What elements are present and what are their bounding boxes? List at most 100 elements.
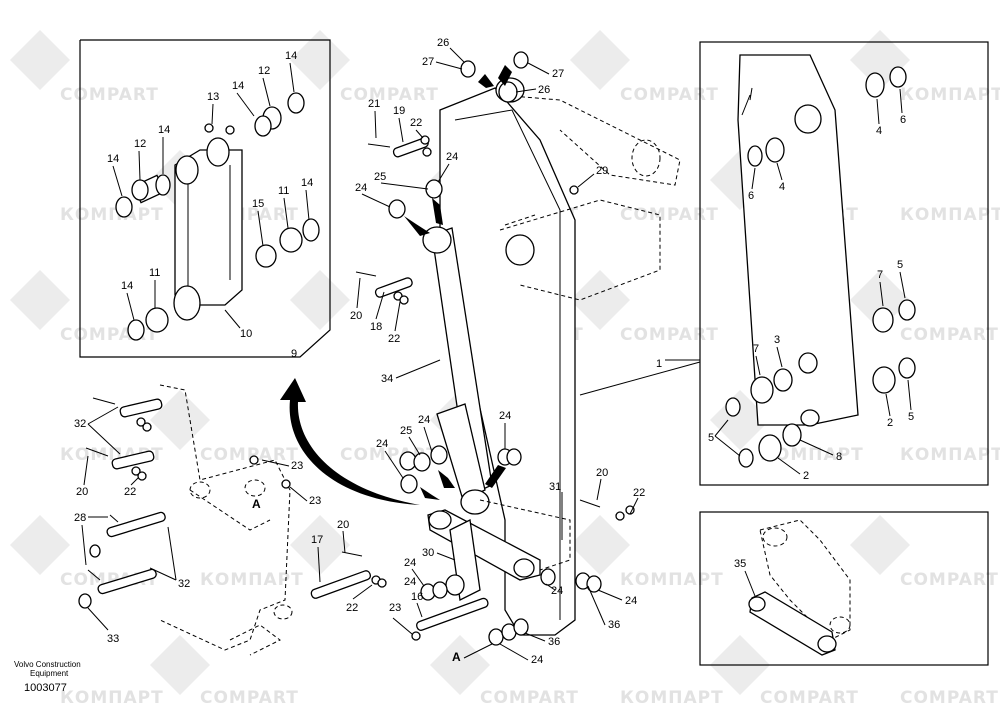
ring-15: [255, 244, 277, 268]
watermark-text: КОМПАРТ: [900, 445, 1000, 465]
inset-frame: [699, 41, 989, 486]
callout: 14: [301, 177, 313, 189]
callout: 16: [411, 591, 423, 603]
callout: 5: [897, 259, 903, 271]
pin-28: [87, 569, 101, 581]
pin-32: [111, 450, 155, 470]
callout: 28: [74, 512, 86, 524]
callout: 12: [258, 65, 270, 77]
seal-14: [287, 92, 305, 114]
link-35: [749, 591, 836, 656]
callout: 7: [753, 343, 759, 355]
callout: 24: [625, 595, 637, 607]
bolt-20: [85, 447, 109, 457]
callout: 27: [552, 68, 564, 80]
watermark-text: КОМПАРТ: [200, 570, 304, 590]
callout: 24: [418, 414, 430, 426]
callout: 24: [531, 654, 543, 666]
bolt-21: [367, 143, 391, 148]
footer-company: Volvo Construction: [14, 660, 81, 669]
pin-32: [97, 568, 157, 595]
footer-company-sub: Equipment: [30, 669, 69, 678]
bushing-2: [872, 366, 896, 394]
inset-frame: [699, 511, 989, 666]
callout: 34: [381, 373, 393, 385]
callout: 21: [368, 98, 380, 110]
callout: 22: [388, 333, 400, 345]
seal-6: [889, 66, 907, 88]
callout: 17: [311, 534, 323, 546]
callout: 29: [596, 165, 608, 177]
callout: 24: [355, 182, 367, 194]
pin-17: [310, 570, 372, 599]
callout: 6: [900, 114, 906, 126]
bushing-11: [145, 307, 169, 333]
callout: 5: [708, 432, 714, 444]
reference-arrow: [280, 378, 420, 505]
seal-5: [725, 397, 741, 417]
callout: 20: [596, 467, 608, 479]
callout: 3: [774, 334, 780, 346]
bushing-4: [765, 137, 785, 163]
callout: 12: [134, 138, 146, 150]
callout: 14: [121, 280, 133, 292]
callout: 36: [608, 619, 620, 631]
seal-14: [127, 319, 145, 341]
bushing-12: [131, 179, 149, 201]
watermark-text: COMPART: [900, 570, 999, 590]
link-bore: [173, 285, 201, 321]
callout: 22: [410, 117, 422, 129]
watermark-text: COMPART: [900, 325, 999, 345]
pin-18: [374, 277, 413, 298]
arm-assembly: [78, 51, 681, 656]
watermark-text: КОМПАРТ: [900, 205, 1000, 225]
callout: 7: [877, 269, 883, 281]
seal-5: [898, 299, 916, 321]
callout: 20: [337, 519, 349, 531]
washer-33: [78, 593, 92, 609]
inset-box-link: 14 12 14 13 14 12 14 14 15 11 14 11 10 9: [79, 39, 331, 360]
callout: 14: [107, 153, 119, 165]
callout: 22: [124, 486, 136, 498]
pin-32: [106, 511, 166, 538]
watermark-text: КОМПАРТ: [60, 688, 164, 705]
callout: 24: [376, 438, 388, 450]
callout: 26: [538, 84, 550, 96]
callout: 11: [278, 185, 289, 197]
callout: 20: [350, 310, 362, 322]
arm-body: [439, 87, 576, 636]
callout: 32: [74, 418, 86, 430]
callout: 23: [309, 495, 321, 507]
callout: 23: [389, 602, 401, 614]
callout: 15: [252, 198, 264, 210]
grease-fitting-23: [411, 631, 421, 641]
bushing-2: [758, 434, 782, 462]
watermark-text: КОМПАРТ: [60, 205, 164, 225]
callout: 11: [149, 267, 160, 279]
watermark-text: COMPART: [480, 688, 579, 705]
seal-6: [747, 145, 763, 167]
watermark-text: COMPART: [200, 445, 299, 465]
callout: 24: [404, 557, 416, 569]
callout: 1: [656, 358, 662, 370]
seal-14: [302, 218, 320, 242]
callout: 5: [908, 411, 914, 423]
callout: 14: [158, 124, 170, 136]
watermark-text: COMPART: [200, 688, 299, 705]
bushing-7: [872, 307, 894, 333]
callout: 4: [779, 181, 785, 193]
inset-box-link35: 35: [699, 511, 989, 666]
callout: 8: [836, 451, 842, 463]
callout: 18: [370, 321, 382, 333]
inset-frame: [79, 39, 331, 358]
seal-5: [738, 448, 754, 468]
callout: 10: [240, 328, 252, 340]
inset-box-arm: 4 6 6 4 7 5 7 3 5 2 5 8 2: [699, 41, 989, 486]
watermark-text: КОМПАРТ: [620, 688, 724, 705]
callout: 22: [346, 602, 358, 614]
diagram-code: 1003077: [24, 682, 67, 694]
callout: 31: [549, 481, 561, 493]
watermark-text: КОМПАРТ: [900, 85, 1000, 105]
view-marker: A: [452, 650, 461, 664]
